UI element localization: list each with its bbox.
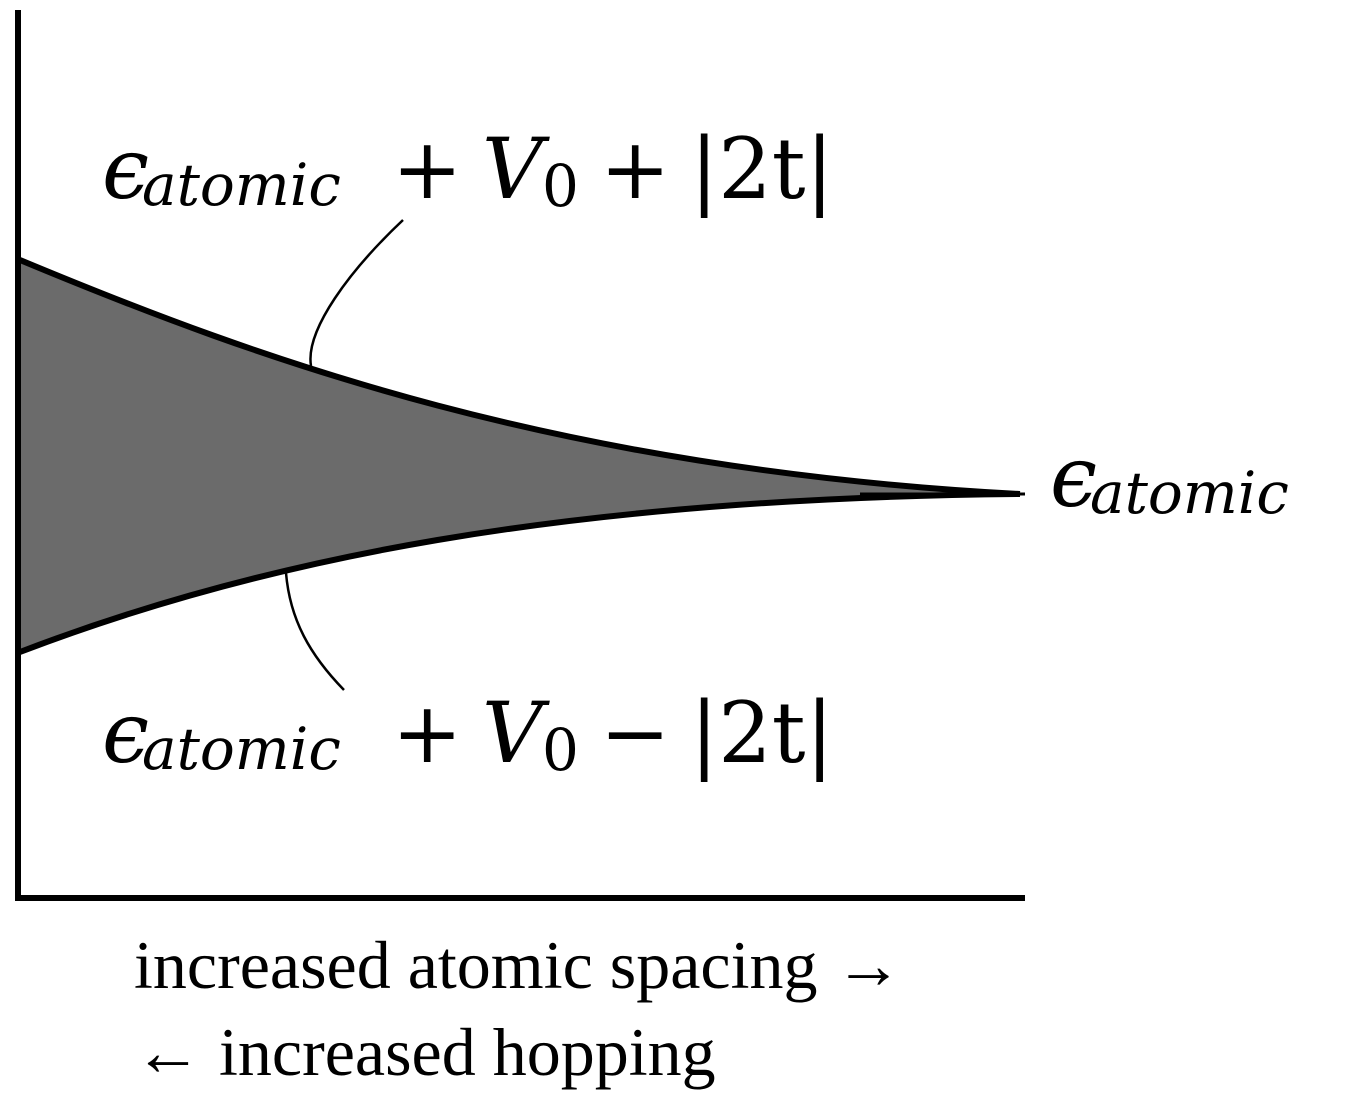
atomic-subscript: atomic xyxy=(1090,459,1289,527)
atomic-subscript: atomic xyxy=(142,715,341,783)
plus-sign: + xyxy=(392,684,462,782)
hopping-term: |2t| xyxy=(690,684,834,782)
potential-symbol: V xyxy=(482,684,550,782)
upper-edge-label: ϵ atomic + V 0 + |2t| xyxy=(102,120,834,220)
plus-sign: + xyxy=(392,120,462,218)
epsilon-symbol: ϵ xyxy=(102,120,149,218)
lower-leader-line xyxy=(284,572,345,691)
lower-edge-label: ϵ atomic + V 0 − |2t| xyxy=(102,684,834,784)
epsilon-symbol: ϵ xyxy=(102,684,149,782)
epsilon-symbol: ϵ xyxy=(1050,428,1097,526)
atomic-level-label: ϵ atomic xyxy=(1050,428,1289,527)
plus-sign: + xyxy=(600,120,670,218)
potential-subscript: 0 xyxy=(542,716,579,784)
potential-subscript: 0 xyxy=(542,152,579,220)
lower-band-edge xyxy=(18,491,1021,655)
caption-spacing: increased atomic spacing → xyxy=(134,927,903,1003)
hopping-term: |2t| xyxy=(690,120,834,218)
upper-band-edge xyxy=(18,257,1021,497)
minus-sign: − xyxy=(600,684,670,782)
atomic-subscript: atomic xyxy=(142,151,341,219)
upper-leader-line xyxy=(309,219,404,367)
potential-symbol: V xyxy=(482,120,550,218)
caption-hopping: ← increased hopping xyxy=(134,1014,716,1090)
